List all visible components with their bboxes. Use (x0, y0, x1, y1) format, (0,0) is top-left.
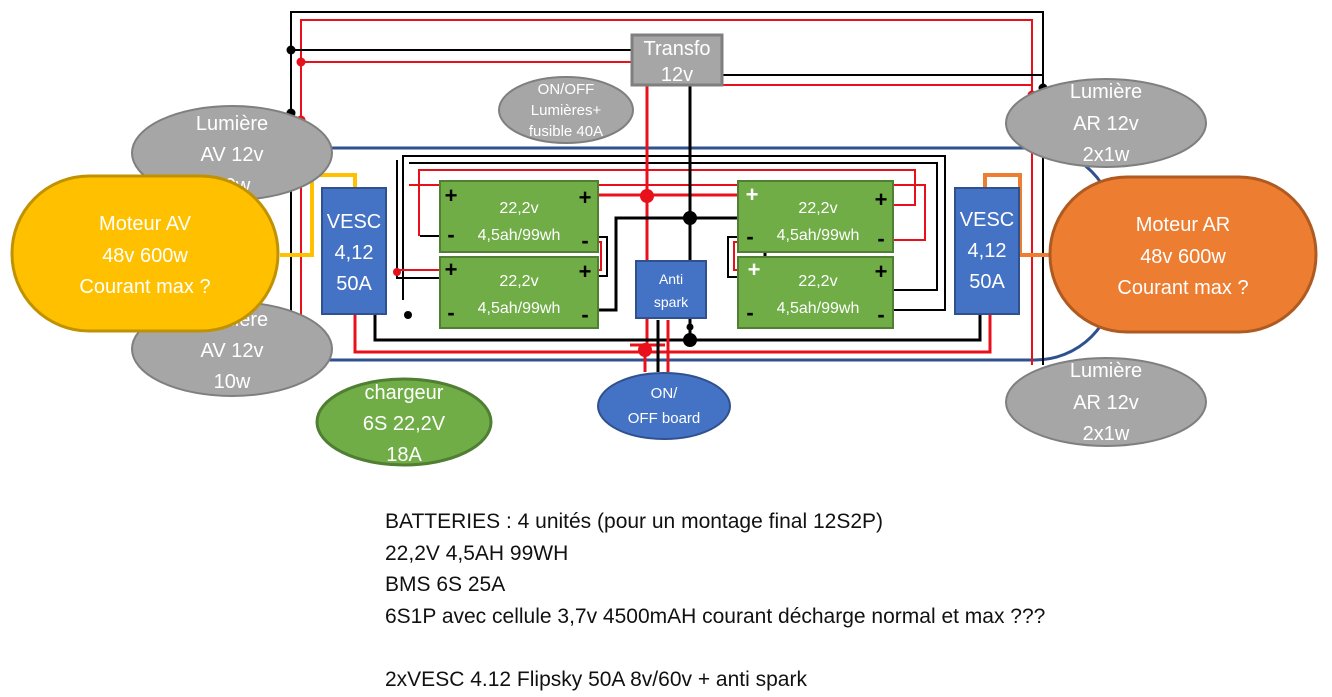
light-ar-bottom: Lumière AR 12v 2x1w (1005, 357, 1207, 447)
vesc-left: VESC 4,12 50A (321, 187, 387, 315)
battery-bottom-left-plus-left: + (445, 257, 458, 282)
battery-bottom-right-plus-left: + (748, 257, 761, 282)
light-ar-bottom-line1: Lumière (1070, 360, 1142, 382)
vesc-left-line2: 4,12 (335, 242, 374, 264)
antispark-line2: spark (654, 294, 689, 310)
battery-top-right-plus-right: + (875, 187, 888, 212)
light-av-bottom-line3: 10w (214, 371, 251, 393)
light-ar-top-line2: AR 12v (1073, 113, 1139, 135)
board-switch-line1: ON/ (651, 385, 679, 402)
battery-top-left-minus-left: - (447, 222, 454, 247)
battery-top-right-minus-right: - (877, 226, 884, 251)
notes: BATTERIES : 4 unités (pour un montage fi… (385, 506, 1045, 695)
board-switch: ON/ OFF board (597, 372, 731, 440)
battery-top-left-plus-left: + (445, 183, 458, 208)
vesc-right-line2: 4,12 (968, 240, 1007, 262)
light-av-bottom-line2: AV 12v (201, 340, 264, 362)
battery-top-left-capacity: 4,5ah/99wh (478, 227, 561, 244)
motor-av-line1: Moteur AV (99, 213, 192, 235)
outer-wires (290, 11, 1044, 365)
transformer-label-line2: 12v (661, 64, 693, 86)
charger-line2: 6S 22,2V (363, 413, 446, 435)
battery-bottom-left-capacity: 4,5ah/99wh (478, 300, 561, 317)
light-ar-top: Lumière AR 12v 2x1w (1005, 78, 1207, 168)
vesc-left-line3: 50A (336, 273, 372, 295)
note-line: BATTERIES : 4 unités (pour un montage fi… (385, 510, 884, 533)
note-line: 22,2V 4,5AH 99WH (385, 541, 569, 565)
battery-bottom-left-voltage: 22,2v (499, 273, 538, 290)
charger-line3: 18A (386, 444, 422, 466)
board-switch-line2: OFF board (628, 410, 701, 427)
lights-switch: ON/OFF Lumières+ fusible 40A (498, 76, 634, 144)
battery-top-left-plus-right: + (579, 185, 592, 210)
battery-top-left-minus-right: - (581, 228, 588, 253)
light-av-top-line1: Lumière (196, 113, 268, 135)
battery-bottom-right-minus-left: - (746, 300, 753, 325)
antispark-line1: Anti (659, 271, 683, 287)
battery-top-right-minus-left: - (746, 224, 753, 249)
battery-top-right-capacity: 4,5ah/99wh (777, 227, 860, 244)
battery-bottom-right-capacity: 4,5ah/99wh (777, 300, 860, 317)
motor-av-line3: Courant max ? (79, 276, 210, 298)
antispark: Anti spark (635, 260, 707, 319)
note-line: 2xVESC 4.12 Flipsky 50A 8v/60v + anti sp… (385, 667, 807, 691)
motor-links (280, 173, 1050, 257)
vesc-right-line3: 50A (969, 271, 1005, 293)
battery-top-right: 22,2v 4,5ah/99wh + + - - (737, 180, 894, 253)
light-ar-bottom-line2: AR 12v (1073, 392, 1139, 414)
transformer: Transfo 12v (630, 33, 724, 87)
battery-bottom-left: 22,2v 4,5ah/99wh + + - - (439, 256, 599, 329)
lights-switch-line2: Lumières+ (531, 102, 602, 119)
motor-ar-line3: Courant max ? (1117, 277, 1248, 299)
transformer-label-line1: Transfo (643, 38, 710, 60)
vesc-left-line1: VESC (327, 211, 381, 233)
battery-top-left: 22,2v 4,5ah/99wh + + - - (439, 180, 599, 253)
battery-bottom-right-plus-right: + (875, 259, 888, 284)
charger: chargeur 6S 22,2V 18A (315, 377, 493, 467)
inner-wires (396, 155, 946, 311)
note-line: BMS 6S 25A (385, 573, 506, 596)
motor-av: Moteur AV 48v 600w Courant max ? (10, 174, 280, 333)
battery-bottom-right-minus-right: - (877, 302, 884, 327)
light-ar-bottom-line3: 2x1w (1083, 423, 1130, 445)
light-av-top-line2: AV 12v (201, 144, 264, 166)
note-line: 6S1P avec cellule 3,7v 4500mAH courant d… (385, 604, 1046, 628)
motor-av-line2: 48v 600w (102, 245, 188, 267)
motor-ar-line1: Moteur AR (1136, 214, 1230, 236)
battery-bottom-left-minus-left: - (447, 300, 454, 325)
battery-bottom-right-voltage: 22,2v (798, 273, 837, 290)
battery-top-right-plus-left: + (746, 182, 759, 207)
battery-bottom-right: 22,2v 4,5ah/99wh + + - - (737, 256, 894, 329)
vesc-right-line1: VESC (960, 209, 1014, 231)
charger-line1: chargeur (365, 382, 444, 404)
motor-ar: Moteur AR 48v 600w Courant max ? (1048, 175, 1318, 334)
vesc-right: VESC 4,12 50A (954, 187, 1020, 315)
battery-top-left-voltage: 22,2v (499, 200, 538, 217)
battery-bottom-left-plus-right: + (579, 259, 592, 284)
note-line (385, 632, 1045, 664)
battery-top-right-voltage: 22,2v (798, 200, 837, 217)
battery-bottom-left-minus-right: - (581, 302, 588, 327)
motor-ar-line2: 48v 600w (1140, 246, 1226, 268)
light-ar-top-line1: Lumière (1070, 81, 1142, 103)
lights-switch-line3: fusible 40A (529, 123, 603, 140)
lights-switch-line1: ON/OFF (538, 81, 595, 98)
light-ar-top-line3: 2x1w (1083, 144, 1130, 166)
